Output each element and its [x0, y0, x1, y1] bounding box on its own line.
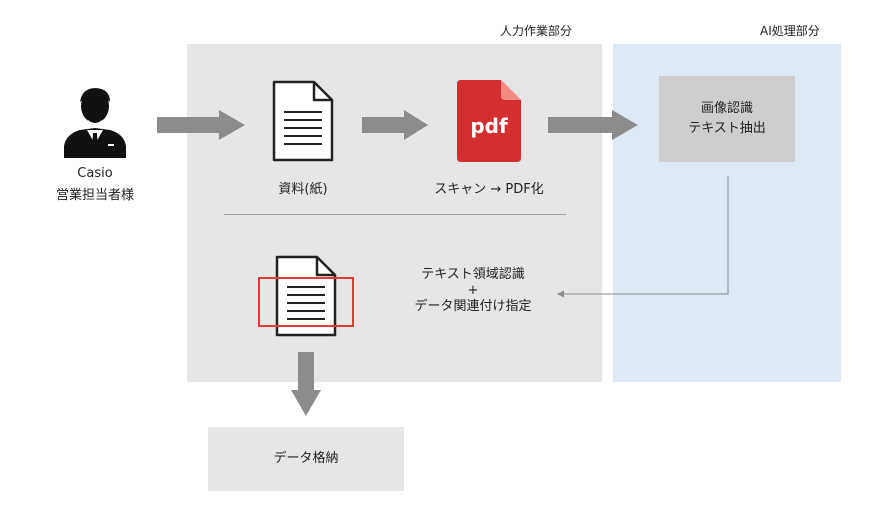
data-storage-label: データ格納 [273, 451, 339, 466]
region-spec-text: テキスト領域認識 + データ関連付け指定 [388, 266, 558, 316]
arrow-paper-to-pdf [362, 110, 430, 140]
paper-label: 資料(紙) [278, 182, 328, 197]
pdf-file-icon: pdf [457, 80, 521, 162]
selection-highlight-rect [258, 277, 354, 327]
data-storage-box: データ格納 [208, 427, 404, 491]
region-line1: テキスト領域認識 [421, 267, 525, 282]
zone-divider [224, 214, 566, 215]
connector-ai-to-region [556, 176, 736, 302]
region-document-icon [275, 255, 337, 337]
salesperson-name-line1: Casio [77, 166, 113, 181]
scan-label: スキャン → PDF化 [434, 182, 544, 197]
ai-box-line2: テキスト抽出 [688, 121, 766, 136]
salesperson-name-line2: 営業担当者様 [55, 188, 134, 203]
region-line2: + [467, 283, 479, 298]
ai-box-line1: 画像認識 [700, 101, 753, 116]
salesperson-icon [60, 84, 130, 158]
ai-recognition-box: 画像認識 テキスト抽出 [659, 76, 795, 162]
manual-work-zone [187, 44, 602, 382]
manual-zone-label: 人力作業部分 [500, 24, 573, 38]
arrow-pdf-to-ai [548, 110, 640, 140]
arrow-region-to-store [291, 352, 321, 418]
ai-zone-label: AI処理部分 [760, 24, 820, 38]
arrow-actor-to-paper [157, 110, 247, 140]
pdf-icon-text: pdf [470, 114, 508, 138]
paper-document-icon [272, 80, 334, 162]
region-line3: データ関連付け指定 [414, 299, 532, 314]
